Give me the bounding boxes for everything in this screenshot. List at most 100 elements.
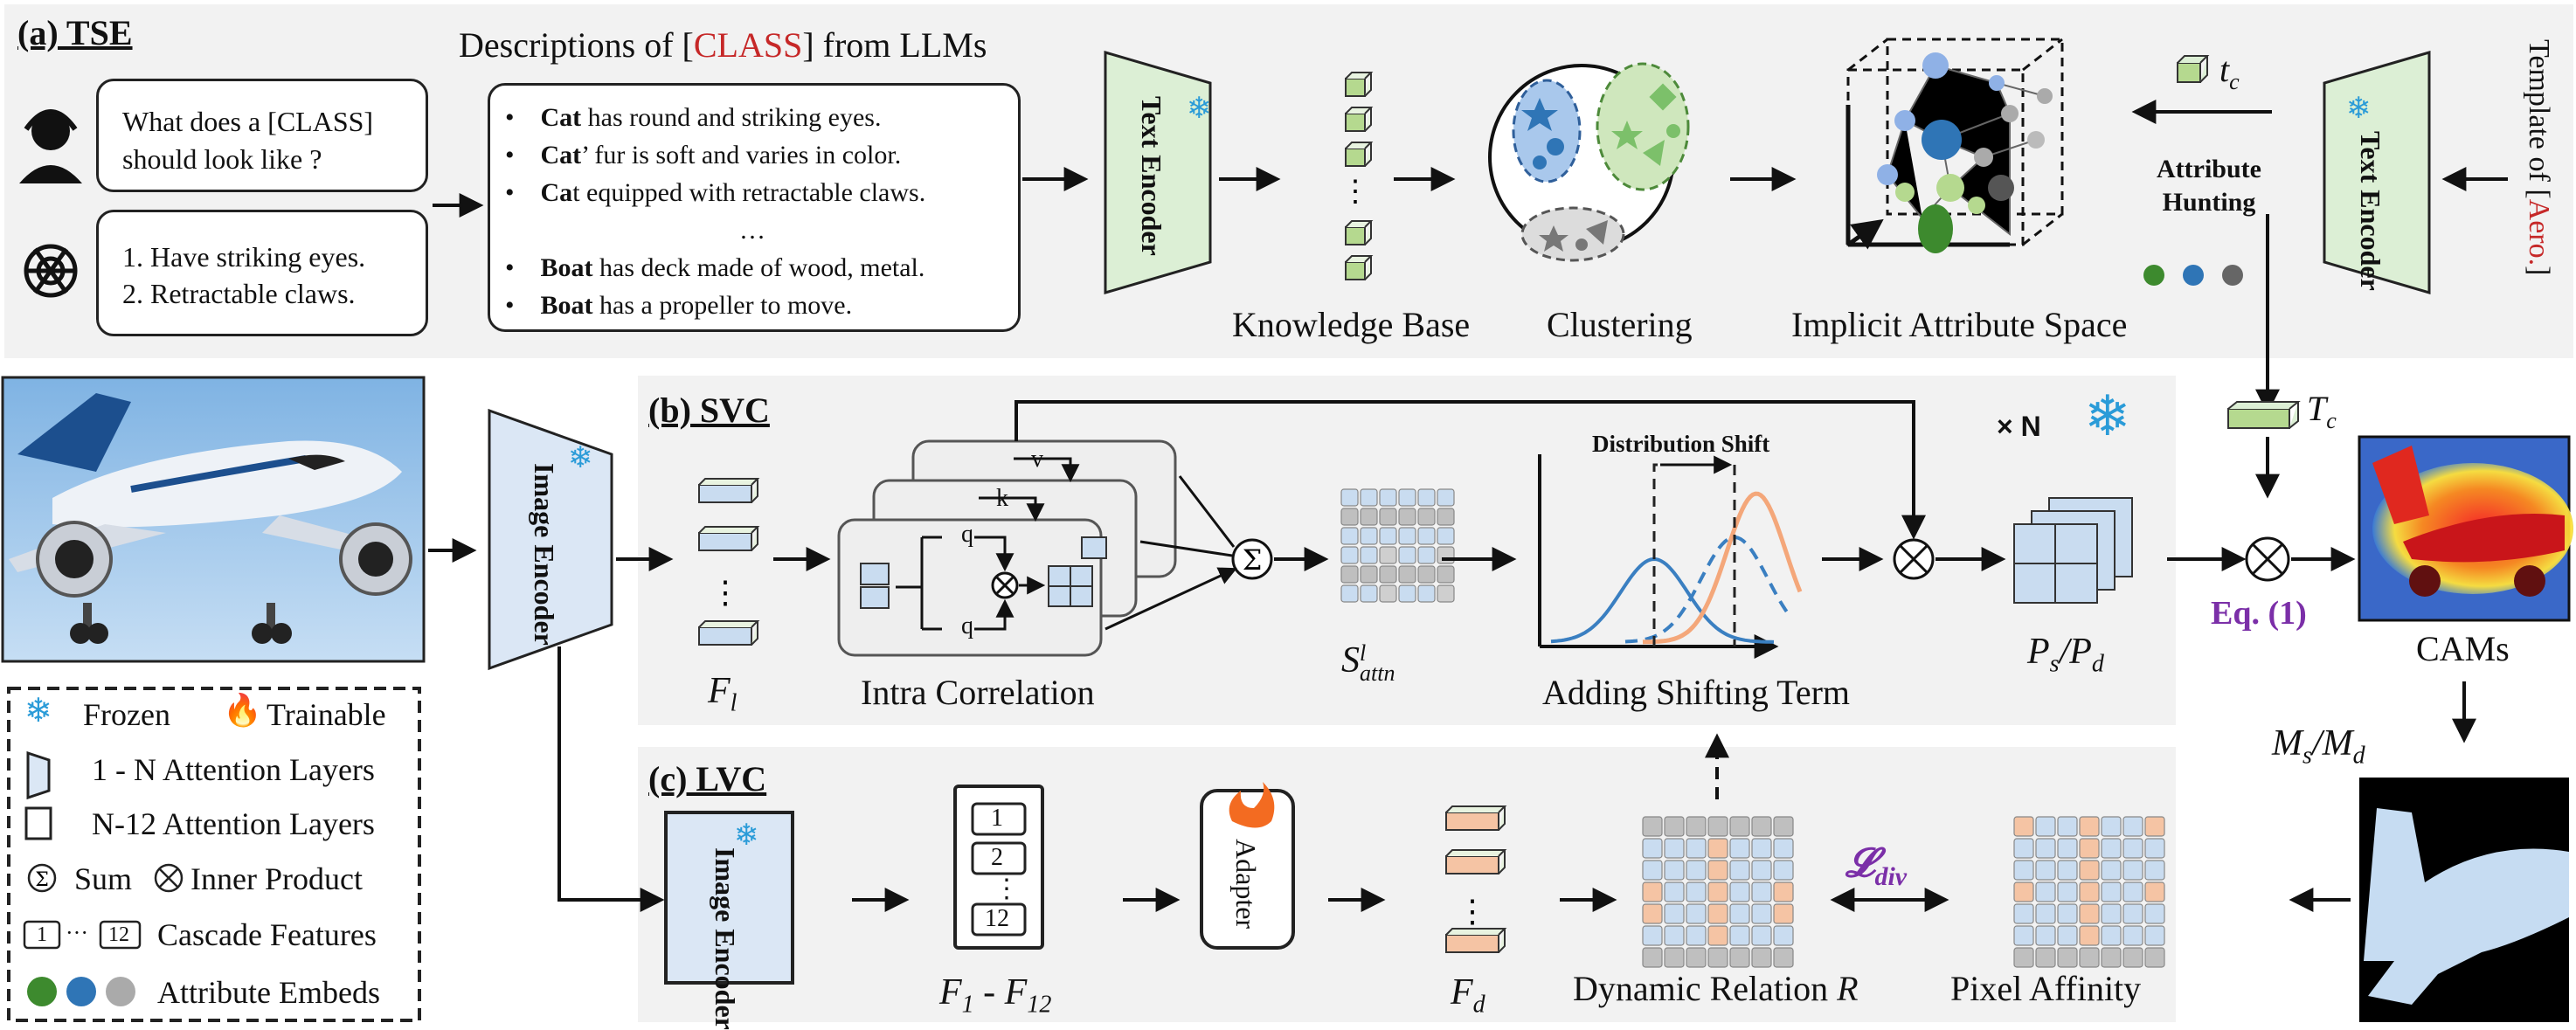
- affinity-cell: [2079, 860, 2100, 881]
- fd-feature: [1445, 928, 1507, 953]
- legend-square-icon: [24, 806, 52, 840]
- relation-cell: [1729, 860, 1750, 881]
- affinity-cell: [2122, 947, 2143, 968]
- relation-cell: [1664, 947, 1685, 968]
- relation-cell: [1686, 947, 1707, 968]
- affinity-cell: [2035, 860, 2056, 881]
- legend-attr-blue: [66, 977, 96, 1006]
- affinity-cell: [2101, 860, 2122, 881]
- times-n-label: × N: [1997, 411, 2041, 442]
- intra-correlation-label: Intra Correlation: [861, 673, 1095, 712]
- relation-cell: [1729, 881, 1750, 902]
- airplane-photo: [1, 376, 426, 663]
- attention-cell: [1437, 565, 1455, 584]
- q-label-bottom: q: [961, 612, 973, 639]
- relation-cell: [1707, 860, 1728, 881]
- fire-icon-legend: 🔥: [223, 693, 262, 728]
- relation-cell: [1642, 881, 1663, 902]
- pixel-affinity-label: Pixel Affinity: [1950, 969, 2142, 1008]
- relation-cell: [1751, 860, 1772, 881]
- relation-cell: [1642, 947, 1663, 968]
- image-encoder-lvc-label: Image Encoder: [710, 847, 742, 1030]
- dynamic-relation-label: Dynamic Relation R: [1573, 969, 1859, 1008]
- fd-dots: ⋮: [1457, 894, 1488, 930]
- k-label: k: [996, 485, 1008, 512]
- attention-cell: [1437, 488, 1455, 507]
- relation-cell: [1729, 816, 1750, 837]
- relation-cell: [1729, 903, 1750, 924]
- text-encoder-right-label: Text Encoder: [2355, 131, 2387, 291]
- affinity-cell: [2144, 925, 2165, 946]
- relation-cell: [1729, 925, 1750, 946]
- legend-cascade-12-icon: [99, 920, 142, 950]
- affinity-cell: [2035, 838, 2056, 859]
- relation-cell: [1707, 816, 1728, 837]
- affinity-cell: [2035, 925, 2056, 946]
- attention-cell: [1360, 488, 1378, 507]
- answer-1: 1. Have striking eyes.: [122, 241, 366, 273]
- relation-cell: [1773, 925, 1794, 946]
- legend-attr-green: [27, 977, 57, 1006]
- cascade-item-2: 2: [991, 844, 1003, 871]
- relation-cell: [1773, 903, 1794, 924]
- affinity-cell: [2079, 838, 2100, 859]
- implicit-attribute-cube: [1845, 38, 2064, 253]
- relation-cell: [1642, 816, 1663, 837]
- affinity-cell: [2122, 838, 2143, 859]
- implicit-space-label: Implicit Attribute Space: [1791, 305, 2128, 344]
- legend-trapezoid-icon: [26, 750, 51, 800]
- svg-text:Σ: Σ: [1243, 543, 1263, 577]
- legend-box: [7, 687, 421, 1022]
- affinity-cell: [2101, 838, 2122, 859]
- cascade-dots: ⋮: [994, 874, 1020, 903]
- attention-cell: [1437, 527, 1455, 545]
- relation-cell: [1707, 881, 1728, 902]
- affinity-cell: [2057, 816, 2078, 837]
- legend-frozen: Frozen: [83, 697, 170, 732]
- distribution-shift-label: Distribution Shift: [1592, 431, 1770, 457]
- affinity-cell: [2057, 903, 2078, 924]
- fd-feature: [1445, 805, 1507, 831]
- cam-image: [2358, 435, 2573, 622]
- adapter-label: Adapter: [1230, 839, 1262, 930]
- attention-cell: [1398, 508, 1416, 526]
- relation-cell: [1729, 947, 1750, 968]
- dynamic-relation-grid: [1642, 816, 1794, 968]
- lvc-panel: [638, 747, 2176, 1022]
- description-item: •Cat equipped with retractable claws.: [505, 178, 926, 207]
- affinity-cell: [2122, 903, 2143, 924]
- kb-cube: [1345, 220, 1374, 245]
- Tc-cube-icon: [2227, 401, 2301, 429]
- kb-dots: ⋮: [1340, 174, 1370, 209]
- affinity-cell: [2057, 947, 2078, 968]
- chatgpt-icon: [24, 244, 78, 298]
- user-icon: [19, 109, 82, 183]
- snowflake-icon-legend: ❄: [24, 693, 52, 729]
- legend-cascade-1-icon: [23, 920, 61, 950]
- attention-cell: [1360, 584, 1378, 603]
- description-item: •Cat’ fur is soft and varies in color.: [505, 141, 902, 169]
- clustering-label: Clustering: [1547, 305, 1693, 344]
- fd-feature: [1445, 849, 1507, 874]
- ps-pd-label: Ps/Pd: [2027, 632, 2104, 678]
- attention-cell: [1417, 565, 1436, 584]
- description-item: •Cat has round and striking eyes.: [505, 103, 882, 132]
- attention-cell: [1417, 508, 1436, 526]
- snowflake-icon-text-encoder-left: ❄: [1187, 93, 1212, 125]
- affinity-cell: [2013, 881, 2034, 902]
- distribution-plot: [1538, 454, 1803, 646]
- fl-feature: [698, 478, 760, 503]
- legend-cascade-dots: ···: [66, 920, 88, 945]
- attr-dot-blue: [2183, 265, 2204, 286]
- intra-correlation-block: [837, 439, 1177, 657]
- affinity-cell: [2035, 881, 2056, 902]
- attr-dot-gray: [2222, 265, 2243, 286]
- kb-cube: [1345, 72, 1374, 97]
- relation-cell: [1773, 816, 1794, 837]
- legend-cascade-1-text: 1: [37, 923, 47, 946]
- relation-cell: [1751, 903, 1772, 924]
- attention-cell: [1379, 584, 1397, 603]
- relation-cell: [1686, 881, 1707, 902]
